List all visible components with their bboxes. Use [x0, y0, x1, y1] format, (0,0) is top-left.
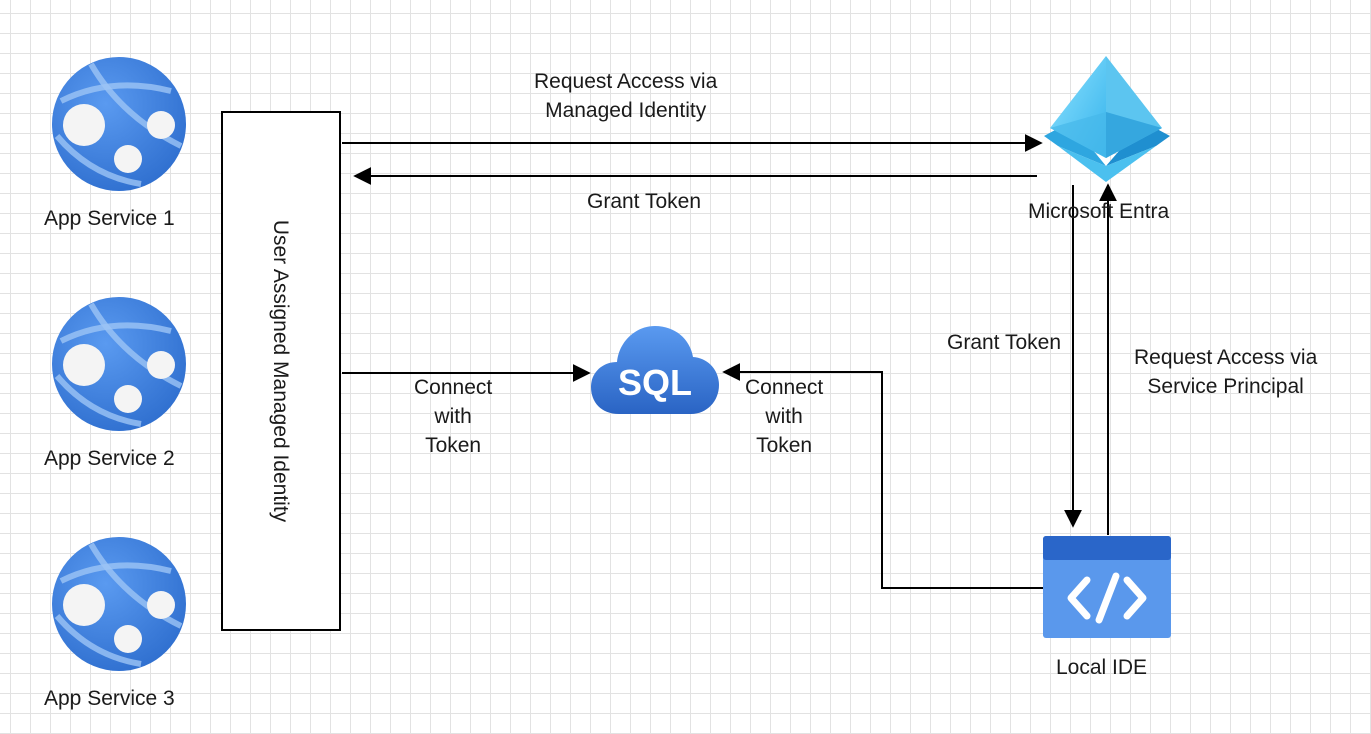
connect-with-token-right-label: Connect with Token — [745, 376, 824, 457]
app-service-2-label: App Service 2 — [44, 447, 175, 470]
app-service-3-icon — [52, 537, 186, 671]
request-access-service-principal-label: Request Access via Service Principal — [1134, 346, 1318, 398]
managed-identity-label: User Assigned Managed Identity — [269, 219, 292, 523]
app-service-3-label: App Service 3 — [44, 687, 175, 710]
local-ide-label: Local IDE — [1056, 656, 1148, 679]
sql-text: SQL — [618, 362, 692, 403]
app-service-1-icon — [52, 57, 186, 191]
managed-identity-box[interactable] — [221, 111, 341, 631]
app-service-2-icon — [52, 297, 186, 431]
connect-with-token-left-label: Connect with Token — [414, 376, 493, 457]
grant-token-top-label: Grant Token — [587, 190, 702, 213]
request-access-managed-identity-label: Request Access via Managed Identity — [534, 70, 718, 122]
local-ide-icon — [1043, 536, 1171, 638]
app-service-1-label: App Service 1 — [44, 207, 175, 230]
microsoft-entra-label: Microsoft Entra — [1028, 200, 1170, 223]
sql-cloud-icon: SQL — [591, 326, 719, 414]
edge-connect-ide-sql — [722, 363, 1043, 589]
grant-token-side-label: Grant Token — [947, 331, 1062, 354]
microsoft-entra-icon — [1044, 56, 1170, 182]
